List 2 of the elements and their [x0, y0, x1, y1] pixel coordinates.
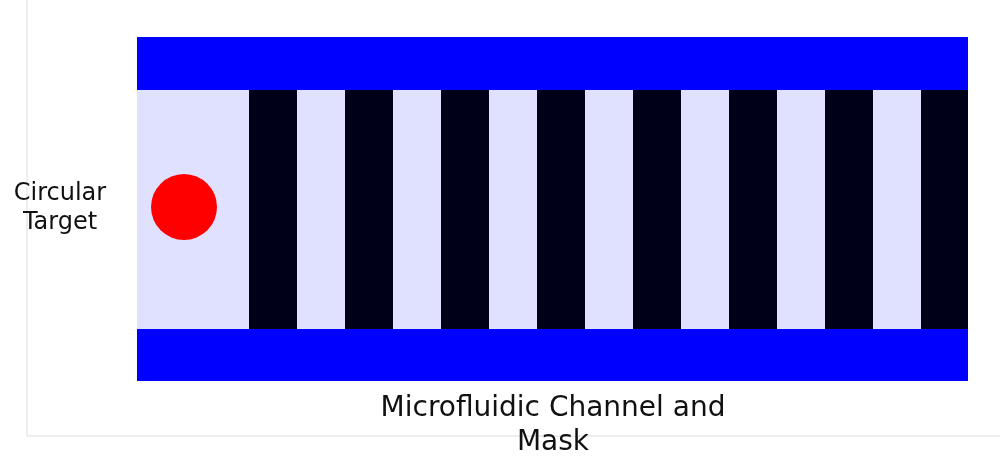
channel-caption: Microfluidic Channel and Mask: [379, 390, 727, 458]
target-label: Circular Target: [12, 178, 108, 236]
